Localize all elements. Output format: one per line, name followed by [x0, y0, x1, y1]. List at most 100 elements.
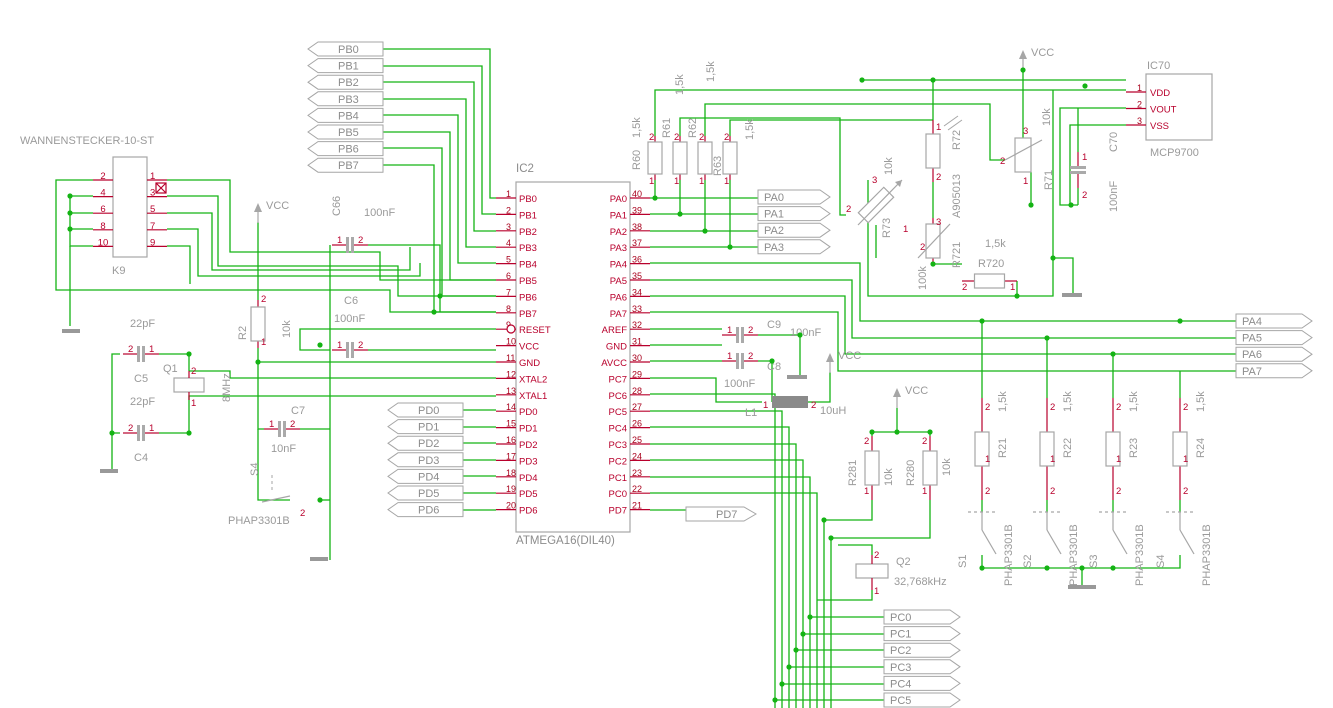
ic2-pin-name: PC1 [609, 473, 627, 484]
ic2-pin-number: 25 [632, 435, 642, 445]
r71-value: 10k [1041, 108, 1053, 126]
ic2-pin-number: 6 [506, 271, 511, 281]
pin-number: 2 [300, 508, 305, 519]
pc-flag-label: PC3 [890, 662, 911, 674]
pb-flag [307, 74, 384, 90]
pin-number: 1 [922, 486, 927, 497]
c7-value: 10nF [271, 443, 296, 455]
pin-number: 1 [724, 176, 729, 187]
pin-number: 3 [1023, 126, 1028, 137]
pb-flag [307, 107, 384, 123]
r72-resistor [925, 133, 941, 169]
junction-dot [1079, 565, 1085, 571]
pin-number: 1 [337, 340, 342, 351]
pin-number: 2 [936, 172, 941, 183]
pin-number: 2 [864, 436, 869, 447]
ground-icon [62, 329, 80, 333]
s1-name: S1 [957, 555, 969, 568]
svg-text:2: 2 [811, 400, 816, 411]
pa-flag-label: PA5 [1242, 333, 1262, 345]
pin-number: 2 [1000, 156, 1005, 167]
pd-flag [387, 468, 464, 484]
c8-capacitor [736, 353, 739, 369]
pa-flag-label: PA0 [764, 192, 784, 204]
ground-icon [100, 469, 118, 473]
r63-resistor [722, 141, 738, 175]
wire [383, 81, 496, 232]
wire [808, 372, 831, 403]
ic2-pin-name: PB5 [519, 276, 537, 287]
r61-name: R61 [661, 118, 673, 138]
pa-flag [757, 189, 831, 205]
pc-flag [883, 692, 961, 708]
wire [1016, 90, 1054, 297]
pin-number: 1 [985, 454, 990, 465]
vcc-label: VCC [266, 200, 289, 212]
ic2-pin-name: PB1 [519, 210, 537, 221]
ic2-pin-number: 13 [506, 386, 516, 396]
svg-text:1: 1 [763, 400, 768, 411]
wire [189, 370, 496, 379]
ic2-pin-name: PC2 [609, 456, 627, 467]
pd-flag-label: PD4 [418, 471, 439, 483]
pin-number: 2 [748, 351, 753, 362]
junction-dot [779, 681, 785, 687]
ic2-pin-number: 10 [506, 337, 516, 347]
ground-icon [310, 557, 328, 561]
pd-flag-label: PD6 [418, 505, 439, 517]
pc-flag [883, 659, 961, 675]
junction-dot [772, 697, 778, 703]
q1-value: 8MHz [221, 373, 233, 402]
c4-capacitor [137, 425, 140, 441]
r720-value: 1,5k [985, 238, 1006, 250]
ic2-pin-number: 38 [632, 222, 642, 232]
c9-name: C9 [767, 319, 781, 331]
ic2-pin-name: PA0 [610, 194, 627, 205]
ic2-pin-name: PB4 [519, 260, 537, 271]
ic70-pin-number: 2 [1137, 100, 1142, 110]
wire [650, 443, 797, 708]
pc-flag-label: PC1 [890, 629, 911, 641]
ic2-pin-number: 1 [506, 189, 511, 199]
pin-number: 1 [261, 337, 266, 348]
pin-number: 2 [1050, 486, 1055, 497]
pin-number: 1 [727, 325, 732, 336]
pa-flag-label: PA6 [1242, 349, 1262, 361]
junction-dot [186, 430, 192, 436]
s4-left-name: S4 [249, 463, 261, 476]
junction-dot [828, 535, 834, 541]
c7-name: C7 [291, 405, 305, 417]
pin-number: 3 [872, 175, 877, 186]
junction-dot [317, 342, 323, 348]
pin-number: 1 [337, 235, 342, 246]
junction-dot [1110, 565, 1116, 571]
r720-name: R720 [978, 258, 1004, 270]
pd7-net-flag: PD7 [685, 506, 757, 522]
pin-number: 1 [1183, 454, 1188, 465]
wire [838, 544, 873, 555]
r22-resistor [1039, 431, 1055, 467]
k9-pin-number: 2 [100, 171, 105, 182]
pin-number: 1 [1082, 152, 1087, 163]
wire [654, 89, 1126, 136]
r2-resistor [250, 306, 266, 342]
ic2-pin-number: 2 [506, 205, 511, 215]
ic2-pin-name: PA7 [610, 309, 627, 320]
wire [650, 311, 1236, 372]
pa-flag [1235, 363, 1313, 379]
pd-flag-label: PD5 [418, 488, 439, 500]
pin-number: 1 [903, 224, 908, 235]
pin-number: 1 [674, 176, 679, 187]
ic2-pin-number: 39 [632, 205, 642, 215]
ic2-pin-number: 21 [632, 501, 642, 511]
pb-flag-label: PB4 [338, 110, 359, 122]
junction-dot [1177, 318, 1183, 324]
junction-dot [894, 429, 900, 435]
wire [383, 65, 496, 215]
pa-flag-label: PA3 [764, 242, 784, 254]
ic2-pin-name: AREF [602, 325, 628, 336]
ground-icon [1068, 585, 1096, 589]
